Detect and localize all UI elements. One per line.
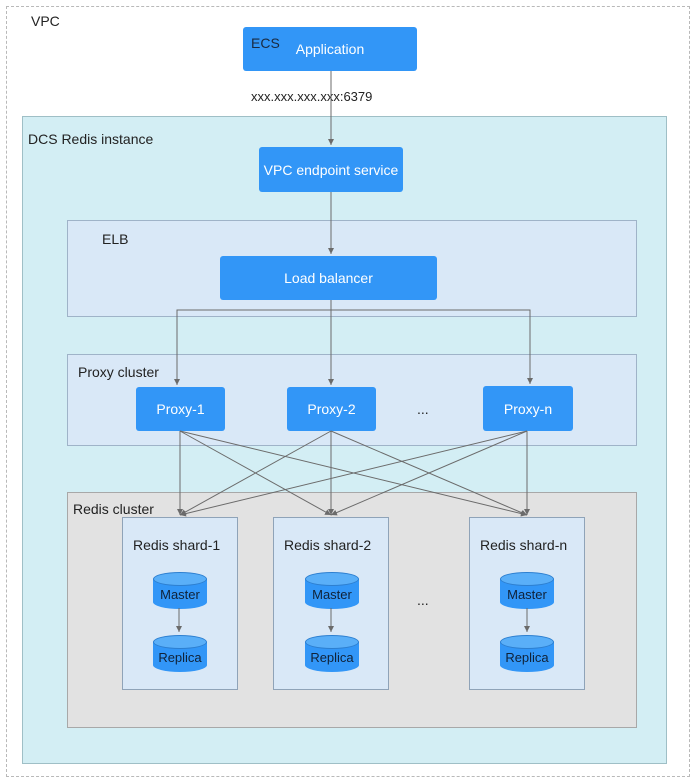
replica-1-label: Replica [158, 650, 202, 665]
master-n-label: Master [507, 587, 547, 602]
replica-2-label: Replica [310, 650, 354, 665]
proxy-n-to-shard-1 [179, 430, 528, 517]
dcs-label: DCS Redis instance [28, 131, 154, 147]
proxy-n-node[interactable]: Proxy-n [483, 386, 573, 431]
vpc-endpoint-service-node[interactable]: VPC endpoint service [259, 147, 403, 192]
shard-ellipsis: ... [417, 592, 429, 608]
application-label: Application [295, 41, 365, 57]
redis-shard-n: Redis shard-n Master Replica [469, 517, 585, 690]
load-balancer-node[interactable]: Load balancer [220, 256, 437, 300]
proxy-ellipsis: ... [417, 401, 429, 417]
elb-label: ELB [102, 231, 129, 247]
redis-shard-2-label: Redis shard-2 [284, 537, 372, 553]
redis-shard-1-label: Redis shard-1 [133, 537, 221, 553]
master-1-label: Master [160, 587, 200, 602]
proxy-cluster-label: Proxy cluster [78, 364, 159, 380]
ecs-label: ECS [251, 35, 280, 51]
proxy-1-node[interactable]: Proxy-1 [136, 387, 225, 431]
ecs-node[interactable]: ECS Application [243, 27, 417, 71]
address-label: xxx.xxx.xxx.xxx:6379 [251, 89, 373, 104]
redis-cluster-label: Redis cluster [73, 501, 154, 517]
proxy-n-to-shard-2 [330, 430, 528, 516]
redis-shard-2: Redis shard-2 Master Replica [273, 517, 389, 690]
redis-shard-n-label: Redis shard-n [480, 537, 568, 553]
replica-n-label: Replica [505, 650, 549, 665]
proxy-2-to-shard-1 [179, 430, 332, 516]
vpc-label: VPC [31, 13, 60, 29]
lb-distribution-line [176, 309, 533, 385]
proxy-2-node[interactable]: Proxy-2 [287, 387, 376, 431]
vpc-boundary: VPC [6, 6, 690, 777]
redis-shard-1: Redis shard-1 Master Replica [122, 517, 238, 690]
master-2-label: Master [312, 587, 352, 602]
